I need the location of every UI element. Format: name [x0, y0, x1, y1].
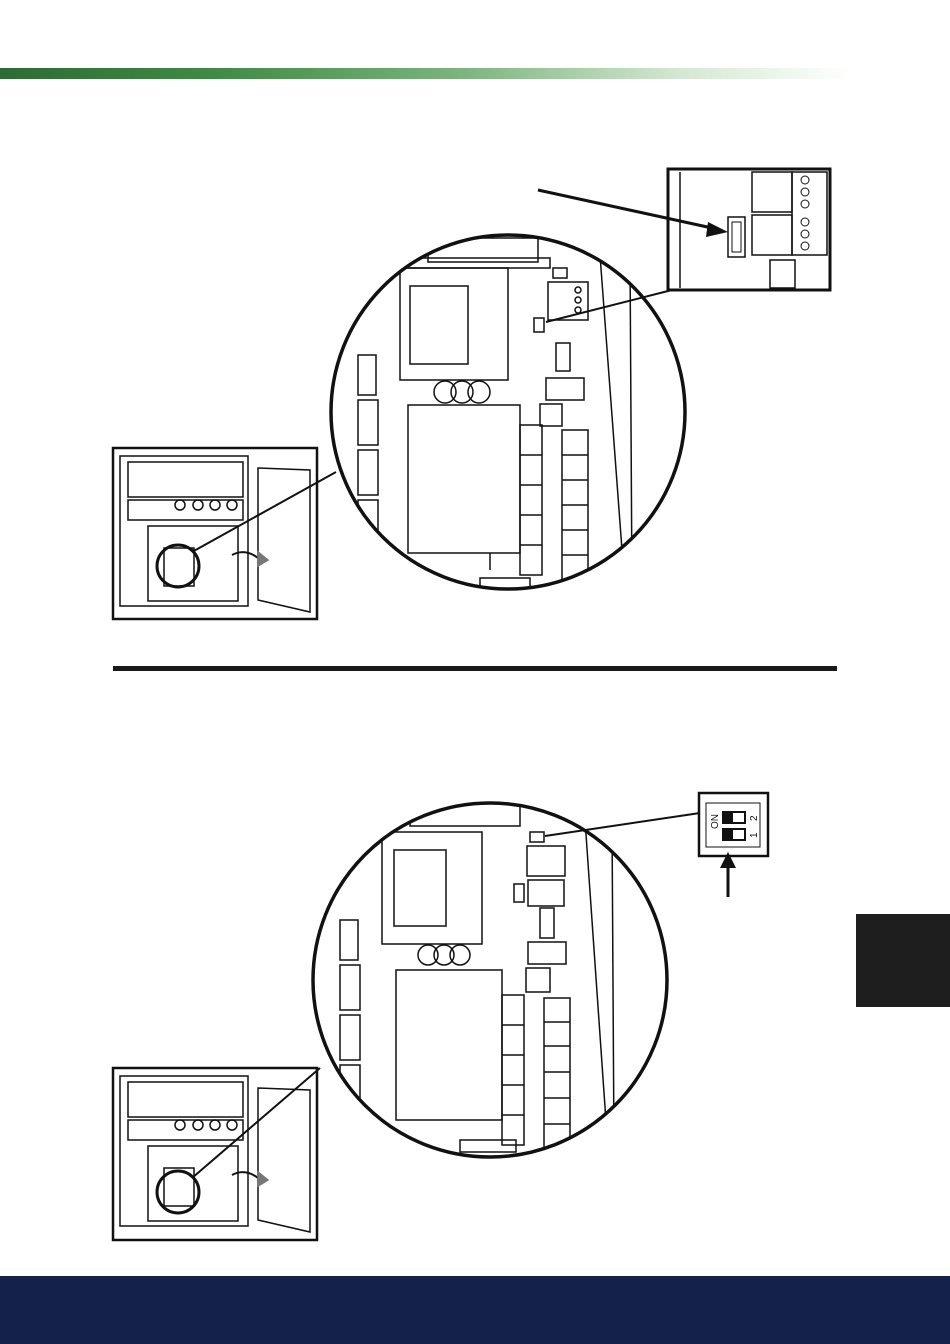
- magnified-control-board-2: [312, 800, 672, 1160]
- chapter-tab: [856, 914, 950, 1007]
- usb-port-icon: [668, 169, 830, 290]
- magnified-control-board: [330, 230, 690, 600]
- footer-band: [0, 1276, 950, 1344]
- boiler-overview-image-2: [113, 1068, 317, 1240]
- dip-switch-icon: [699, 793, 768, 856]
- header-accent-bar: [0, 68, 850, 79]
- dip-switch-1-label: 1: [749, 832, 760, 838]
- boiler-overview-image: [113, 448, 317, 619]
- dip-switch-2-label: 2: [749, 815, 760, 821]
- section-divider: [113, 666, 837, 671]
- dip-on-label: ON: [710, 814, 721, 829]
